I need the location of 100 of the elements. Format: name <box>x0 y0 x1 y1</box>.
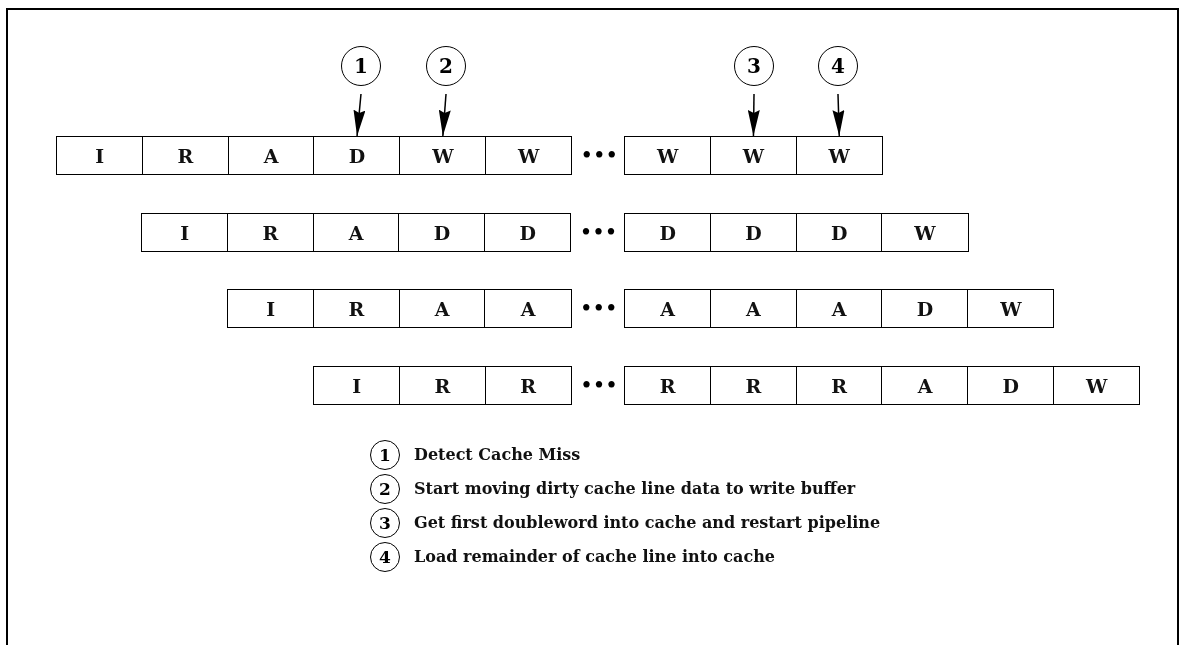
stage-letter: I <box>352 374 362 397</box>
callout-circle <box>370 474 400 504</box>
pipeline-stage-cell <box>399 136 487 175</box>
pipeline-stage-cell <box>226 213 315 252</box>
stage-letter: D <box>659 221 676 244</box>
pipeline-stage-cell <box>227 136 315 175</box>
callout-circle <box>734 46 774 86</box>
ellipsis-dots: ••• <box>579 223 619 241</box>
callout-circle <box>370 440 400 470</box>
pipeline-stage-cell <box>709 366 798 405</box>
callout-circle <box>818 46 858 86</box>
stage-letter: I <box>95 144 105 167</box>
pipeline-stage-cell <box>484 289 572 328</box>
stage-letter: A <box>746 297 761 320</box>
pipeline-stage-cell <box>967 289 1055 328</box>
pipeline-stage-cell <box>795 136 883 175</box>
pipeline-stage-cell <box>624 213 712 252</box>
pipeline-stage-cell <box>709 289 798 328</box>
stage-letter: A <box>520 297 536 320</box>
stage-letter: A <box>348 221 364 244</box>
stage-letter: W <box>742 144 765 167</box>
pipeline-stage-cell <box>312 289 401 328</box>
stage-letter: W <box>1000 297 1022 320</box>
stage-letter: W <box>517 144 540 167</box>
callout-circle <box>370 508 400 538</box>
stage-letter: R <box>177 144 194 167</box>
ellipsis-dots: ••• <box>580 146 620 164</box>
stage-letter: W <box>656 144 679 167</box>
stage-letter: R <box>831 374 848 397</box>
ellipsis-dots: ••• <box>579 299 619 317</box>
pipeline-stage-cell <box>56 136 144 175</box>
stage-letter: D <box>745 221 762 244</box>
pipeline-stage-cell <box>795 213 883 252</box>
stage-letter: R <box>745 374 762 397</box>
arrow <box>438 93 451 137</box>
stage-letter: D <box>348 144 366 167</box>
stage-letter: R <box>659 374 676 397</box>
stage-letter: A <box>831 297 847 320</box>
pipeline-stage-cell <box>967 366 1055 405</box>
pipeline-stage-cell <box>709 213 798 252</box>
callout-number: 3 <box>747 56 761 76</box>
pipeline-stage-cell <box>227 289 315 328</box>
callout-number: 1 <box>354 56 368 76</box>
stage-letter: W <box>914 221 936 244</box>
pipeline-stage-cell <box>624 289 712 328</box>
legend-description: Get first doubleword into cache and restart pipeline <box>414 513 881 532</box>
pipeline-stage-cell <box>881 213 969 252</box>
pipeline-stage-cell <box>398 366 487 405</box>
stage-letter: I <box>180 221 190 244</box>
pipeline-stage-cell <box>398 213 486 252</box>
callout-number: 3 <box>379 514 391 532</box>
pipeline-stage-cell <box>312 213 400 252</box>
pipeline-stage-cell <box>1053 366 1141 405</box>
pipeline-stage-cell <box>881 366 969 405</box>
stage-letter: D <box>831 221 848 244</box>
stage-letter: W <box>432 144 454 167</box>
callout-circle <box>426 46 466 86</box>
callout-number: 2 <box>439 56 453 76</box>
pipeline-stage-cell <box>485 136 573 175</box>
stage-letter: I <box>266 297 276 320</box>
stage-letter: R <box>434 374 451 397</box>
stage-letter: D <box>433 221 451 244</box>
pipeline-stage-cell <box>313 136 401 175</box>
pipeline-stage-cell <box>313 366 401 405</box>
stage-letter: R <box>262 221 279 244</box>
legend-description: Detect Cache Miss <box>414 445 581 464</box>
ellipsis-dots: ••• <box>579 376 620 394</box>
stage-letter: W <box>828 144 850 167</box>
callout-number: 4 <box>831 56 845 76</box>
callout-number: 4 <box>379 548 391 566</box>
stage-letter: D <box>519 221 537 244</box>
pipeline-stage-cell <box>624 136 712 175</box>
pipeline-stage-cell <box>398 289 486 328</box>
callout-circle <box>341 46 381 86</box>
stage-letter: A <box>660 297 675 320</box>
callout-number: 1 <box>379 446 391 464</box>
pipeline-stage-cell <box>141 136 230 175</box>
stage-letter: W <box>1085 374 1108 397</box>
legend-description: Start moving dirty cache line data to write buffer <box>414 479 856 498</box>
pipeline-stage-cell <box>484 213 572 252</box>
arrow <box>353 93 366 137</box>
pipeline-stage-cell <box>795 289 883 328</box>
stage-letter: A <box>917 374 933 397</box>
stage-letter: D <box>916 297 934 320</box>
stage-letter: R <box>348 297 365 320</box>
stage-letter: D <box>1002 374 1020 397</box>
pipeline-stage-cell <box>795 366 883 405</box>
arrow <box>747 93 760 137</box>
pipeline-stage-cell <box>484 366 572 405</box>
callout-circle <box>370 542 400 572</box>
pipeline-stage-cell <box>881 289 969 328</box>
stage-letter: A <box>263 144 279 167</box>
callout-number: 2 <box>379 480 391 498</box>
arrow <box>832 93 845 137</box>
stage-letter: R <box>520 374 537 397</box>
pipeline-stage-cell <box>709 136 798 175</box>
legend-description: Load remainder of cache line into cache <box>414 547 775 566</box>
pipeline-stage-cell <box>624 366 712 405</box>
pipeline-stage-cell <box>141 213 229 252</box>
stage-letter: A <box>434 297 450 320</box>
